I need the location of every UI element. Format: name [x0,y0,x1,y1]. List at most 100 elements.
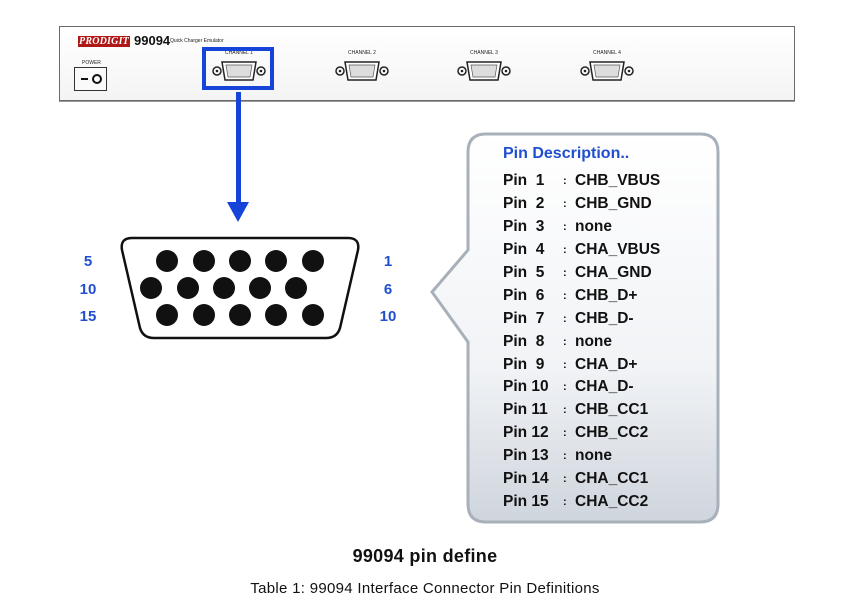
pin-label: Pin 6 [503,286,545,304]
row-label-left-1: 5 [83,253,93,270]
channel-2-port-icon[interactable] [334,58,390,84]
pin-value: CHA_GND [575,264,652,281]
power-on-mark [92,74,102,84]
db15-connector-diagram [120,236,360,340]
pin-label: Pin 7 [503,309,545,327]
pin-3 [229,250,251,272]
pin-separator: : [563,404,567,417]
channel-3-label: CHANNEL 3 [470,50,498,56]
pin-value: CHB_CC2 [575,424,649,442]
pin-separator: : [563,267,567,279]
pin-row: Pin 4:CHA_VBUS [503,239,660,262]
connector-shell [120,236,360,340]
pin-row: Pin 2: CHB_GND [503,193,660,216]
pin-separator: : [563,450,567,463]
pin-description-title: Pin Description.. [503,145,630,162]
pin-value: CHA_CC2 [575,492,649,510]
pin-separator: : [563,312,567,325]
pin-label: Pin 3 [503,218,545,236]
pin-separator: : [563,198,567,211]
pin-separator: : [563,175,567,188]
pin-10 [140,277,162,299]
pin-value: CHA_D+ [575,355,638,373]
pin-label: Pin 13 [503,447,549,465]
pin-separator: : [563,381,567,394]
pin-row: Pin 13:none [503,445,660,468]
power-off-mark [81,78,88,80]
figure-caption: Table 1: 99094 Interface Connector Pin D… [250,580,600,597]
pin-label: Pin 5 [503,264,545,281]
row-label-right-3: 10 [379,308,397,325]
pin-value: none [575,332,613,350]
pin-label: Pin 1 [503,172,545,190]
pin-row: Pin 7: CHB_D- [503,307,660,330]
pin-separator: : [563,473,567,486]
figure-title: 99094 pin define [352,546,498,566]
pin-description-callout [430,132,720,524]
pin-separator: : [563,221,567,234]
pin-label: Pin 11 [503,401,548,419]
pin-separator: : [563,427,567,440]
pin-9 [177,277,199,299]
pin-row: Pin 9: CHA_D+ [503,353,660,376]
pin-7 [249,277,271,299]
pin-value: CHA_CC1 [575,470,649,488]
pin-5 [156,250,178,272]
pin-2 [265,250,287,272]
pin-label: Pin 10 [503,378,549,396]
channel-1-highlight [202,47,274,90]
pin-14 [193,304,215,326]
channel-2-label: CHANNEL 2 [348,50,376,56]
channel-4-port-icon[interactable] [579,58,635,84]
pin-value: CHB_GND [575,195,652,213]
pin-label: Pin 15 [503,492,549,510]
pin-separator: : [563,358,567,371]
model-number: 99094 [134,33,171,48]
pin-separator: : [563,289,567,302]
brand-logo: PRODIGIT [78,36,130,47]
pin-value: CHB_D+ [575,286,638,304]
pin-value: CHB_D- [575,309,634,327]
channel-1-port-icon[interactable] [211,58,267,84]
arrow-shaft [236,92,241,204]
pin-4 [193,250,215,272]
row-label-right-1: 1 [383,253,393,270]
pin-row: Pin 6: CHB_D+ [503,284,660,307]
pin-13 [229,304,251,326]
pin-8 [213,277,235,299]
pin-11 [302,304,324,326]
model-subtitle: Quick Charger Emulator [170,38,224,44]
pin-label: Pin 8 [503,332,545,350]
front-panel [59,26,795,101]
pin-row: Pin 5: CHA_GND [503,262,660,285]
pin-separator: : [563,244,567,257]
pin-12 [265,304,287,326]
power-label: POWER [82,60,101,66]
pin-label: Pin 12 [503,424,549,442]
row-label-left-2: 10 [79,281,97,298]
channel-4-label: CHANNEL 4 [593,50,621,56]
pin-row: Pin 8: none [503,330,660,353]
pin-separator: : [563,495,567,508]
pin-row: Pin 11:CHB_CC1 [503,399,660,422]
channel-1-label: CHANNEL 1 [225,50,253,56]
pin-label: Pin 4 [503,241,545,259]
pin-15 [156,304,178,326]
pin-row: Pin 1: CHB_VBUS [503,170,660,193]
power-switch[interactable] [74,67,107,91]
channel-3-port-icon[interactable] [456,58,512,84]
pin-row: Pin 15: CHA_CC2 [503,490,660,513]
pin-row: Pin 3: none [503,216,660,239]
pin-label: Pin 2 [503,195,545,213]
pin-1 [302,250,324,272]
pin-separator: : [563,335,567,348]
row-label-right-2: 6 [383,281,393,298]
pin-value: CHB_VBUS [575,172,661,190]
pin-row: Pin 10: CHA_D- [503,376,660,399]
pin-row: Pin 14: CHA_CC1 [503,468,660,491]
pin-label: Pin 9 [503,355,545,373]
pin-value: none [575,218,613,236]
pin-value: CHA_D- [575,378,634,396]
pin-label: Pin 14 [503,470,549,488]
